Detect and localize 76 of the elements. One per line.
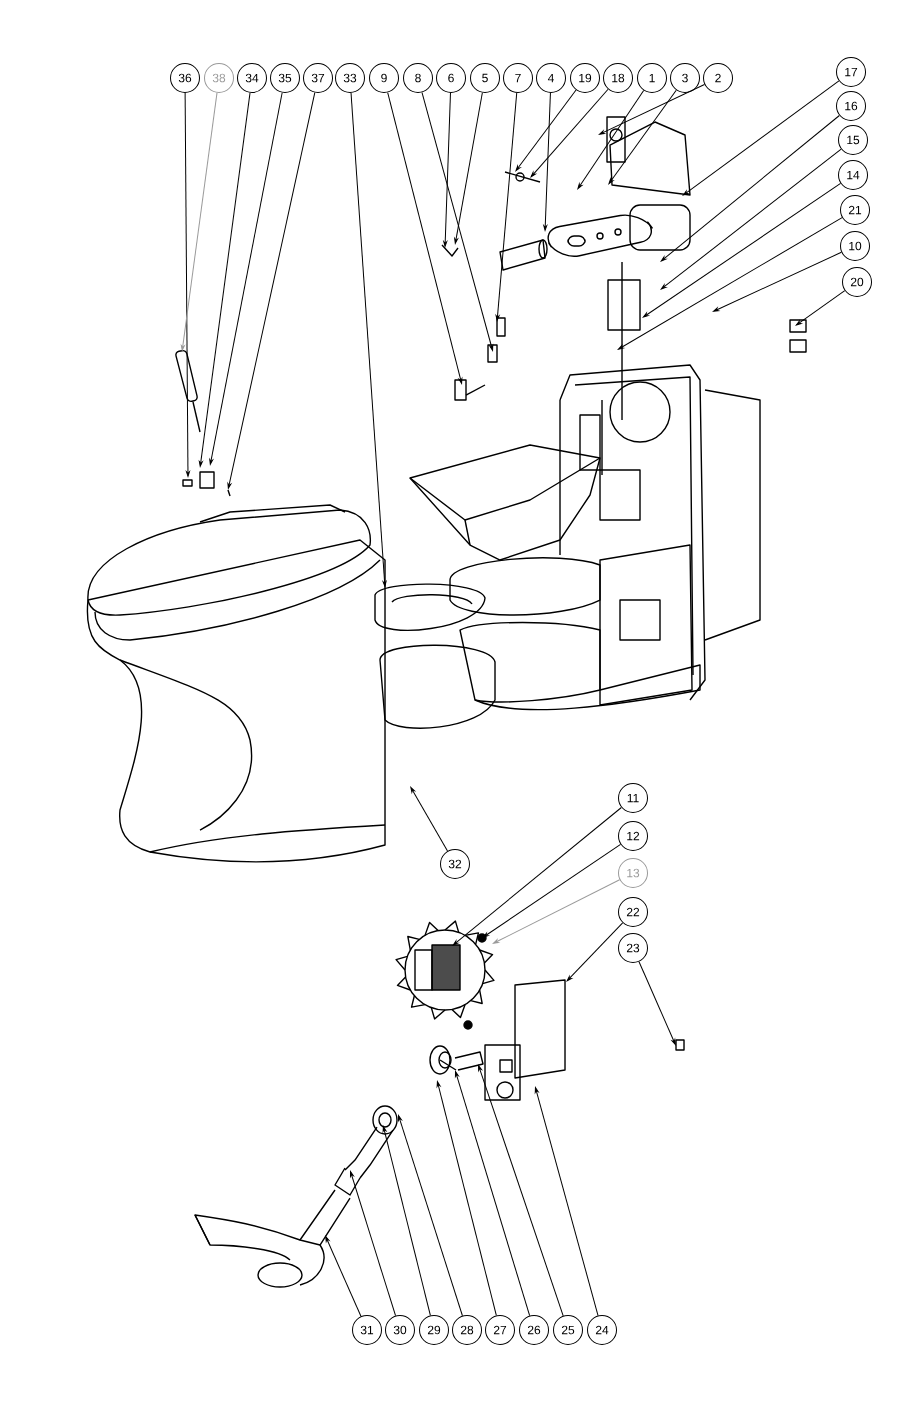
callout-number: 28 (452, 1315, 482, 1345)
callout-number: 17 (836, 57, 866, 87)
leader-line (534, 1087, 599, 1317)
leader-line (209, 92, 283, 465)
leader-line (227, 92, 316, 489)
callout-number: 36 (170, 63, 200, 93)
callout-number: 32 (440, 849, 470, 879)
leader-line (454, 1071, 531, 1317)
leader-line (350, 92, 387, 587)
leader-line (599, 83, 705, 135)
leader-line (443, 92, 451, 247)
callout-number: 31 (352, 1315, 382, 1345)
callout-number: 24 (587, 1315, 617, 1345)
leader-line (184, 92, 190, 477)
leader-line (617, 217, 843, 350)
callout-number: 30 (385, 1315, 415, 1345)
leader-line (682, 80, 840, 196)
callout-number: 10 (840, 231, 870, 261)
leader-line (387, 92, 463, 384)
leader-line (410, 786, 448, 852)
callout-number: 19 (570, 63, 600, 93)
callout-number: 7 (503, 63, 533, 93)
callout-number: 16 (836, 91, 866, 121)
leader-line (482, 843, 622, 938)
callout-number: 15 (838, 125, 868, 155)
callout-number: 14 (838, 160, 868, 190)
callout-number: 21 (840, 195, 870, 225)
callout-number: 35 (270, 63, 300, 93)
leader-line (577, 89, 645, 190)
callout-number: 11 (618, 783, 648, 813)
leader-line (180, 92, 218, 351)
callout-number: 13 (618, 858, 648, 888)
callout-number: 18 (603, 63, 633, 93)
leader-line (495, 92, 518, 321)
leader-line (608, 89, 677, 185)
leader-line (493, 879, 621, 944)
callout-number: 5 (470, 63, 500, 93)
leader-line (713, 251, 842, 312)
callout-number: 29 (419, 1315, 449, 1345)
leader-line (660, 148, 842, 290)
leader-line (198, 92, 251, 467)
callout-number: 37 (303, 63, 333, 93)
callout-number: 33 (335, 63, 365, 93)
callout-number: 2 (703, 63, 733, 93)
leader-line (638, 961, 676, 1045)
callout-number: 26 (519, 1315, 549, 1345)
leader-line (478, 1065, 564, 1317)
callout-number: 4 (536, 63, 566, 93)
callout-number: 27 (485, 1315, 515, 1345)
leader-line (325, 1236, 362, 1317)
callout-number: 23 (618, 933, 648, 963)
callout-number: 12 (618, 821, 648, 851)
leader-line (382, 1126, 431, 1316)
callout-number: 6 (436, 63, 466, 93)
leader-line (436, 1081, 497, 1316)
callout-number: 25 (553, 1315, 583, 1345)
leader-line (543, 92, 551, 231)
callout-number: 8 (403, 63, 433, 93)
callout-number: 1 (637, 63, 667, 93)
leader-line (515, 89, 577, 172)
callout-number: 38 (204, 63, 234, 93)
leader-line (452, 807, 622, 946)
callout-number: 34 (237, 63, 267, 93)
callout-number: 22 (618, 897, 648, 927)
leader-line (454, 92, 483, 244)
leader-line (642, 182, 842, 318)
leader-line (350, 1171, 397, 1317)
leader-line (566, 922, 624, 982)
leader-line (421, 91, 494, 351)
leader-line (660, 115, 840, 262)
callout-number: 9 (369, 63, 399, 93)
leader-line (398, 1115, 463, 1317)
leader-line (795, 290, 846, 326)
leader-line (530, 88, 609, 178)
callout-number: 20 (842, 267, 872, 297)
callout-number: 3 (670, 63, 700, 93)
